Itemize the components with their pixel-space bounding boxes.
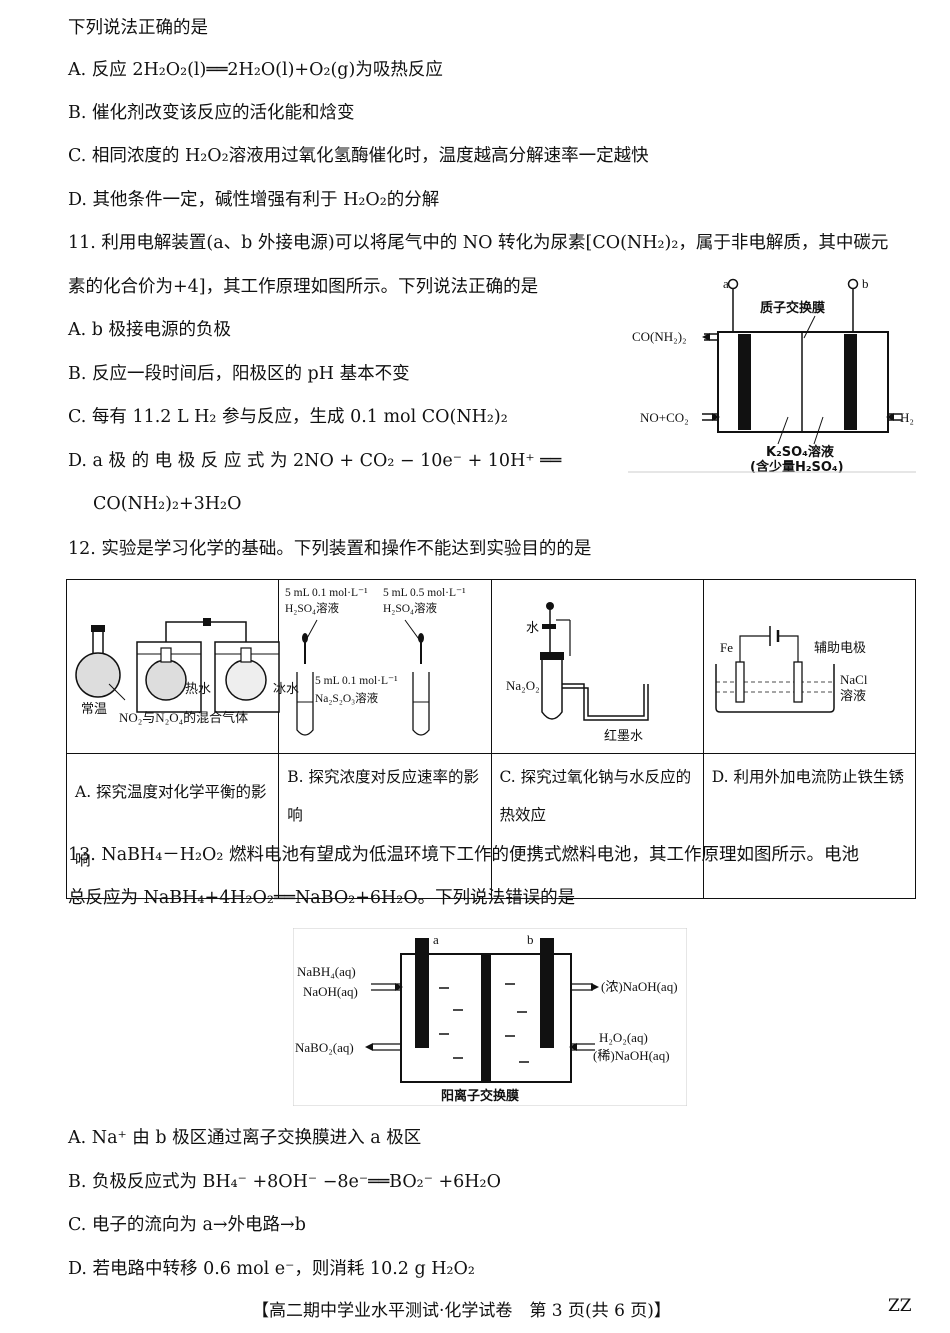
q11-electrolysis-diagram: a b 质子交换膜 CO(NH₂)₂ NO+CO₂ H₂ K₂SO₄溶液 (含少… <box>628 272 918 477</box>
q11-label-b: b <box>862 276 869 291</box>
q12a-gas-label: NO₂与N₂O₄的混合气体 <box>119 710 248 725</box>
q11-option-b: B. 反应一段时间后，阳极区的 pH 基本不变 <box>68 364 410 384</box>
q11-solution-label: K₂SO₄溶液 <box>766 444 834 460</box>
q12-caption-a: A. 探究温度对化学平衡的影响 <box>65 753 280 899</box>
q12b-text-5: 5 mL 0.1 mol·L⁻¹ <box>315 675 398 687</box>
q12-options-table: 常温 热水 冰水 NO₂与N₂O₄的混合气体 <box>65 579 917 899</box>
q12-figure-c: 水 Na₂O₂ 红墨水 <box>506 602 649 743</box>
q11-left-top-label: CO(NH₂)₂ <box>632 329 687 344</box>
q12-caption-b: B. 探究浓度对反应速率的影响 <box>278 753 492 899</box>
q13-option-b: B. 负极反应式为 BH₄⁻ +8OH⁻ −8e⁻══BO₂⁻ +6H₂O <box>68 1172 501 1192</box>
q12b-text-6: Na₂S₂O₃溶液 <box>315 691 379 705</box>
q13-fuel-cell-diagram: a b NaBH₄(aq) NaOH(aq) NaBO₂(aq) (浓)NaOH… <box>293 928 687 1106</box>
q10-option-b: B. 催化剂改变该反应的活化能和焓变 <box>68 103 355 123</box>
q12-figure-b: 5 mL 0.1 mol·L⁻¹ H₂SO₄溶液 5 mL 0.5 mol·L⁻… <box>285 587 466 736</box>
q13-output-naoh-conc: (浓)NaOH(aq) <box>601 979 678 994</box>
q11-solution-note: (含少量H₂SO₄) <box>750 459 844 475</box>
q12d-aux-electrode: 辅助电极 <box>814 640 866 655</box>
q13-input-naoh-dilute: (稀)NaOH(aq) <box>593 1048 670 1063</box>
q10-stem: 下列说法正确的是 <box>68 18 208 38</box>
q13-label-a: a <box>433 932 439 947</box>
q13-option-c: C. 电子的流向为 a→外电路→b <box>68 1215 306 1235</box>
q12a-hot-water: 热水 <box>185 681 211 696</box>
q12d-solution: 溶液 <box>840 688 866 703</box>
q12-figure-d: Fe 辅助电极 NaCl 溶液 <box>715 626 868 713</box>
q12-figure-a: 常温 热水 冰水 NO₂与N₂O₄的混合气体 <box>75 618 299 725</box>
q12b-text-1: 5 mL 0.1 mol·L⁻¹ <box>285 587 368 599</box>
q12b-text-4: H₂SO₄溶液 <box>383 601 438 615</box>
q11-option-d-line2: CO(NH₂)₂+3H₂O <box>93 494 242 514</box>
footer-code: ZZ <box>888 1296 912 1316</box>
q13-input-h2o2: H₂O₂(aq) <box>599 1030 648 1045</box>
q12b-text-2: H₂SO₄溶液 <box>285 601 340 615</box>
q11-stem-line1: 11. 利用电解装置(a、b 外接电源)可以将尾气中的 NO 转化为尿素[CO(… <box>68 233 889 253</box>
q13-input-nabh4: NaBH₄(aq) <box>297 964 356 979</box>
q12d-nacl: NaCl <box>840 672 868 687</box>
q12-stem: 12. 实验是学习化学的基础。下列装置和操作不能达到实验目的的是 <box>68 539 592 559</box>
page-footer: 【高二期中学业水平测试·化学试卷 第 3 页(共 6 页)】 <box>252 1301 671 1321</box>
q12-figure-c-cell: 水 Na₂O₂ 红墨水 <box>490 579 704 754</box>
q10-option-a: A. 反应 2H₂O₂(l)══2H₂O(l)+O₂(g)为吸热反应 <box>68 60 443 80</box>
q13-input-naoh: NaOH(aq) <box>303 984 358 999</box>
q13-stem-line2: 总反应为 NaBH₄+4H₂O₂══NaBO₂+6H₂O。下列说法错误的是 <box>68 888 576 908</box>
q11-left-bottom-label: NO+CO₂ <box>640 410 689 425</box>
q12c-red-ink: 红墨水 <box>604 728 643 743</box>
q11-option-d-line1: D. a 极 的 电 极 反 应 式 为 2NO + CO₂ − 10e⁻ + … <box>68 451 562 471</box>
q13-option-d: D. 若电路中转移 0.6 mol e⁻，则消耗 10.2 g H₂O₂ <box>68 1259 475 1279</box>
q13-membrane-label: 阳离子交换膜 <box>441 1088 519 1104</box>
q11-label-a: a <box>723 276 729 291</box>
q12-figure-b-cell: 5 mL 0.1 mol·L⁻¹ H₂SO₄溶液 5 mL 0.5 mol·L⁻… <box>278 579 492 754</box>
q13-output-nabo2: NaBO₂(aq) <box>295 1040 354 1055</box>
q12-caption-c: C. 探究过氧化钠与水反应的热效应 <box>490 753 704 899</box>
q12-figure-d-cell: Fe 辅助电极 NaCl 溶液 <box>702 579 917 754</box>
q12-figure-a-cell: 常温 热水 冰水 NO₂与N₂O₄的混合气体 <box>65 579 299 754</box>
q12-caption-d: D. 利用外加电流防止铁生锈 <box>702 753 917 899</box>
q12b-text-3: 5 mL 0.5 mol·L⁻¹ <box>383 587 466 599</box>
q11-right-bottom-label: H₂ <box>900 410 914 425</box>
q13-stem-line1: 13. NaBH₄－H₂O₂ 燃料电池有望成为低温环境下工作的便携式燃料电池，其… <box>68 845 859 865</box>
q12c-na2o2: Na₂O₂ <box>506 678 540 693</box>
q10-option-c: C. 相同浓度的 H₂O₂溶液用过氧化氢酶催化时，温度越高分解速率一定越快 <box>68 146 649 166</box>
q12d-fe: Fe <box>720 640 733 655</box>
q11-option-c: C. 每有 11.2 L H₂ 参与反应，生成 0.1 mol CO(NH₂)₂ <box>68 407 508 427</box>
q11-option-a: A. b 极接电源的负极 <box>68 320 232 340</box>
q13-option-a: A. Na⁺ 由 b 极区通过离子交换膜进入 a 极区 <box>68 1128 422 1148</box>
q10-option-d: D. 其他条件一定，碱性增强有利于 H₂O₂的分解 <box>68 190 440 210</box>
q11-membrane-label: 质子交换膜 <box>760 300 825 316</box>
q12a-room-temp: 常温 <box>81 701 107 716</box>
q11-stem-line2: 素的化合价为+4]，其工作原理如图所示。下列说法正确的是 <box>68 277 539 297</box>
q13-label-b: b <box>527 932 534 947</box>
q12c-water: 水 <box>526 620 539 635</box>
